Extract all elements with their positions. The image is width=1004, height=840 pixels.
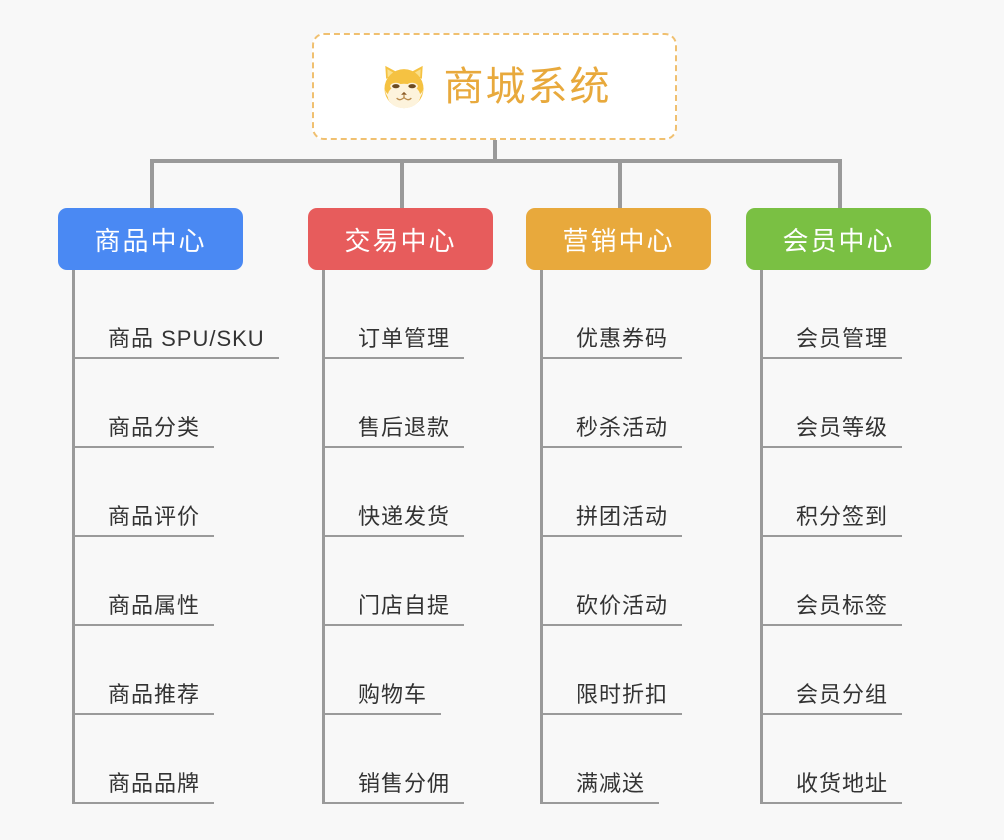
leaf-item[interactable]: 商品推荐	[58, 626, 243, 715]
leaf-label: 优惠券码	[576, 325, 669, 351]
leaf-spine-4	[760, 270, 763, 804]
leaf-item[interactable]: 收货地址	[746, 715, 931, 804]
root-title: 商城系统	[443, 64, 612, 109]
column-4: 会员中心 会员管理 会员等级 积分签到 会员标签 会员分组 收货地址	[746, 208, 931, 804]
column-1: 商品中心 商品 SPU/SKU 商品分类 商品评价 商品属性 商品推荐 商品品牌	[58, 208, 279, 804]
connector-drop-1	[150, 159, 154, 209]
leaf-item[interactable]: 会员分组	[746, 626, 931, 715]
leaf-label: 快递发货	[358, 503, 451, 529]
leaf-item[interactable]: 销售分佣	[308, 715, 493, 804]
leaf-label: 售后退款	[358, 414, 451, 440]
category-title-2: 交易中心	[344, 225, 457, 256]
leaf-item[interactable]: 会员管理	[746, 270, 931, 359]
connector-drop-3	[618, 159, 622, 209]
category-title-4: 会员中心	[782, 225, 895, 256]
category-title-3: 营销中心	[562, 225, 675, 256]
leaf-item[interactable]: 秒杀活动	[526, 359, 711, 448]
connector-drop-4	[838, 159, 842, 209]
leaf-item[interactable]: 优惠券码	[526, 270, 711, 359]
category-header-4[interactable]: 会员中心	[746, 208, 931, 270]
leaf-label: 订单管理	[358, 325, 451, 351]
leaf-item[interactable]: 商品 SPU/SKU	[58, 270, 279, 359]
connector-bus	[150, 159, 842, 163]
leaf-spine-2	[322, 270, 325, 804]
leaf-label: 销售分佣	[358, 770, 451, 796]
leaf-spine-3	[540, 270, 543, 804]
category-header-1[interactable]: 商品中心	[58, 208, 243, 270]
leaf-item[interactable]: 售后退款	[308, 359, 493, 448]
leaf-item[interactable]: 砍价活动	[526, 537, 711, 626]
leaf-item[interactable]: 拼团活动	[526, 448, 711, 537]
leaf-label: 收货地址	[796, 770, 889, 796]
leaf-item[interactable]: 限时折扣	[526, 626, 711, 715]
leaf-item[interactable]: 会员等级	[746, 359, 931, 448]
leaf-spine-1	[72, 270, 75, 804]
shiba-dog-icon	[378, 61, 430, 113]
leaf-item[interactable]: 快递发货	[308, 448, 493, 537]
column-2: 交易中心 订单管理 售后退款 快递发货 门店自提 购物车 销售分佣	[308, 208, 493, 804]
leaf-label: 会员等级	[796, 414, 889, 440]
category-header-3[interactable]: 营销中心	[526, 208, 711, 270]
leaf-item[interactable]: 积分签到	[746, 448, 931, 537]
leaf-list-2: 订单管理 售后退款 快递发货 门店自提 购物车 销售分佣	[308, 270, 493, 804]
leaf-item[interactable]: 商品评价	[58, 448, 243, 537]
connector-drop-2	[400, 159, 404, 209]
leaf-item[interactable]: 购物车	[308, 626, 493, 715]
leaf-item[interactable]: 商品属性	[58, 537, 243, 626]
leaf-label: 秒杀活动	[576, 414, 669, 440]
leaf-label: 商品推荐	[108, 681, 201, 707]
leaf-item[interactable]: 会员标签	[746, 537, 931, 626]
leaf-label: 限时折扣	[576, 681, 669, 707]
leaf-label: 会员分组	[796, 681, 889, 707]
leaf-label: 商品分类	[108, 414, 201, 440]
category-title-1: 商品中心	[94, 225, 207, 256]
leaf-item[interactable]: 商品分类	[58, 359, 243, 448]
leaf-label: 商品属性	[108, 592, 201, 618]
leaf-list-3: 优惠券码 秒杀活动 拼团活动 砍价活动 限时折扣 满减送	[526, 270, 711, 804]
leaf-item[interactable]: 满减送	[526, 715, 711, 804]
leaf-label: 会员管理	[796, 325, 889, 351]
leaf-item[interactable]: 订单管理	[308, 270, 493, 359]
leaf-label: 拼团活动	[576, 503, 669, 529]
leaf-label: 积分签到	[796, 503, 889, 529]
root-node[interactable]: 商城系统	[312, 33, 677, 140]
leaf-label: 满减送	[576, 770, 646, 796]
leaf-label: 购物车	[358, 681, 428, 707]
category-header-2[interactable]: 交易中心	[308, 208, 493, 270]
leaf-list-4: 会员管理 会员等级 积分签到 会员标签 会员分组 收货地址	[746, 270, 931, 804]
leaf-label: 商品 SPU/SKU	[108, 325, 265, 351]
leaf-item[interactable]: 门店自提	[308, 537, 493, 626]
leaf-label: 商品品牌	[108, 770, 201, 796]
leaf-list-1: 商品 SPU/SKU 商品分类 商品评价 商品属性 商品推荐 商品品牌	[58, 270, 279, 804]
leaf-label: 商品评价	[108, 503, 201, 529]
connector-root-stem	[493, 140, 497, 163]
leaf-label: 会员标签	[796, 592, 889, 618]
leaf-label: 门店自提	[358, 592, 451, 618]
leaf-label: 砍价活动	[576, 592, 669, 618]
column-3: 营销中心 优惠券码 秒杀活动 拼团活动 砍价活动 限时折扣 满减送	[526, 208, 711, 804]
leaf-item[interactable]: 商品品牌	[58, 715, 243, 804]
